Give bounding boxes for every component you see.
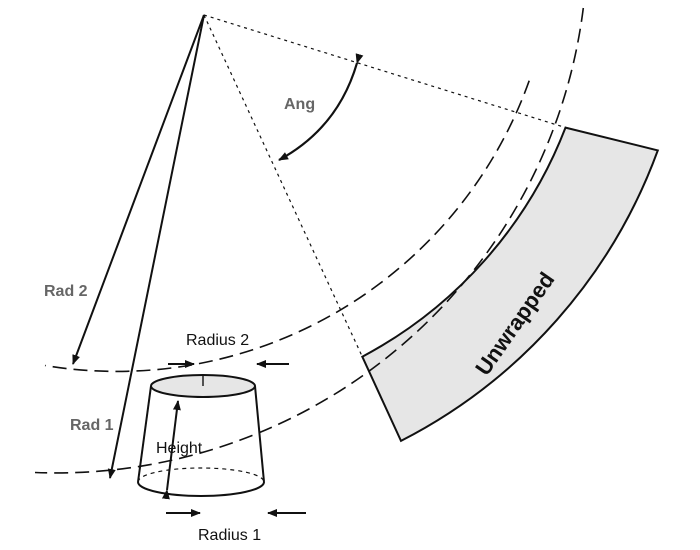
- arc-rad2-dashed: [44, 80, 530, 373]
- rad1-label: Rad 1: [70, 417, 114, 434]
- angle-arrow: [278, 53, 364, 161]
- rad2-arrow: [72, 14, 205, 365]
- height-label: Height: [156, 440, 203, 457]
- radial-line-right: [203, 14, 566, 129]
- unwrapped-region: [360, 126, 660, 443]
- radius2-label: Radius 2: [186, 332, 249, 349]
- frustum-side-left: [137, 385, 152, 483]
- rad1-arrow: [107, 14, 205, 479]
- height-arrow: [161, 400, 181, 500]
- rad2-label: Rad 2: [44, 283, 88, 300]
- radial-line-left: [203, 14, 363, 357]
- radius1-label: Radius 1: [198, 527, 261, 544]
- frustum-shape: [137, 374, 265, 497]
- frustum-bottom-back: [137, 467, 265, 483]
- frustum-side-right: [254, 385, 265, 483]
- frustum-bottom-front: [137, 481, 265, 497]
- angle-label: Ang: [284, 96, 315, 113]
